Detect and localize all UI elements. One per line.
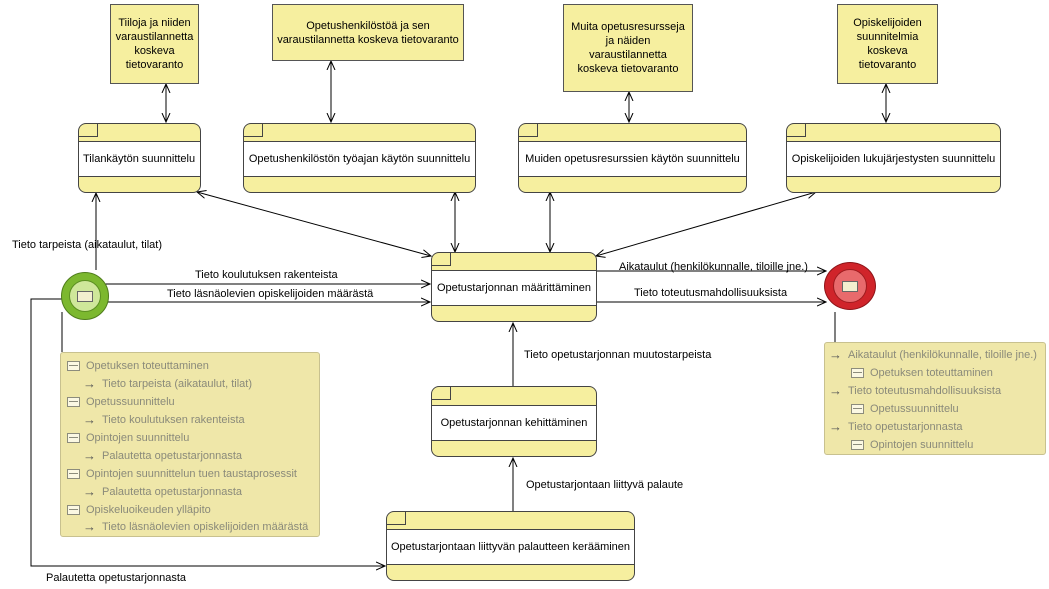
start-endpoint[interactable] — [61, 272, 109, 320]
flow-label-lasnaolevien: Tieto läsnäolevien opiskelijoiden määräs… — [167, 288, 374, 300]
note-item: Palautetta opetustarjonnasta — [102, 486, 243, 498]
process-kehittaminen-label: Opetustarjonnan kehittäminen — [432, 405, 596, 441]
note-item: Tieto läsnäolevien opiskelijoiden määräs… — [102, 521, 309, 533]
arrow-right-icon: → — [829, 383, 842, 398]
note-item: Tieto tarpeista (aikataulut, tilat) — [102, 378, 252, 390]
process-palaute-label: Opetustarjontaan liittyvän palautteen ke… — [387, 529, 634, 565]
note-item: Tieto koulutuksen rakenteista — [102, 414, 245, 426]
store-muut-resurssit[interactable]: Muita opetusresursseja ja näiden varaust… — [563, 4, 693, 92]
process-tab — [432, 387, 451, 400]
flow-label-muutostarpeista: Tieto opetustarjonnan muutostarpeista — [524, 349, 712, 361]
process-tyoaika-label: Opetushenkilöstön työajan käytön suunnit… — [244, 141, 475, 177]
process-lukujarjestys[interactable]: Opiskelijoiden lukujärjestysten suunnitt… — [786, 123, 1001, 193]
process-tab — [519, 124, 538, 137]
note-item: Opetussuunnittelu — [870, 403, 959, 415]
process-icon — [67, 397, 80, 407]
process-tilankaytto[interactable]: Tilankäytön suunnittelu — [78, 123, 201, 193]
store-henkilosto-label: Opetushenkilöstöä ja sen varaustilannett… — [277, 19, 459, 46]
store-henkilosto[interactable]: Opetushenkilöstöä ja sen varaustilannett… — [272, 4, 464, 61]
flow-label-aikataulut: Aikataulut (henkilökunnalle, tiloille jn… — [619, 261, 808, 273]
left-note: Opetuksen toteuttaminen → Tieto tarpeista… — [60, 352, 320, 537]
note-item: Aikataulut (henkilökunnalle, tiloille jn… — [848, 349, 1037, 361]
note-item: Opintojen suunnittelu — [870, 439, 974, 451]
store-tilat-label: Tiiloja ja niiden varaustilannetta koske… — [115, 17, 194, 71]
flow-label-liittyva-palaute: Opetustarjontaan liittyvä palaute — [526, 479, 684, 491]
flow-label-tarpeista: Tieto tarpeista (aikataulut, tilat) — [12, 239, 162, 251]
process-lukujarjestys-label: Opiskelijoiden lukujärjestysten suunnitt… — [787, 141, 1000, 177]
process-icon — [851, 404, 864, 414]
arrow-right-icon: → — [83, 376, 96, 391]
endpoint-icon — [842, 280, 858, 292]
process-tab — [79, 124, 98, 137]
note-item: Opetuksen toteuttaminen — [870, 367, 993, 379]
arrow-right-icon: → — [83, 448, 96, 463]
process-muut-resurssit[interactable]: Muiden opetusresurssien käytön suunnitte… — [518, 123, 747, 193]
process-icon — [67, 361, 80, 371]
note-item: Opetuksen toteuttaminen — [86, 360, 209, 372]
process-tab — [432, 253, 451, 266]
note-item: Tieto toteutusmahdollisuuksista — [848, 385, 1002, 397]
process-tab — [387, 512, 406, 525]
arrow-right-icon: → — [83, 412, 96, 427]
process-icon — [67, 469, 80, 479]
process-tab — [787, 124, 806, 137]
flow-label-palautetta: Palautetta opetustarjonnasta — [46, 572, 187, 584]
store-muut-resurssit-label: Muita opetusresursseja ja näiden varaust… — [571, 21, 685, 75]
process-icon — [67, 505, 80, 515]
process-tab — [244, 124, 263, 137]
process-icon — [851, 368, 864, 378]
arrow-right-icon: → — [83, 484, 96, 499]
store-tilat[interactable]: Tiiloja ja niiden varaustilannetta koske… — [110, 4, 199, 84]
arrow-right-icon: → — [829, 419, 842, 434]
process-tyoaika[interactable]: Opetushenkilöstön työajan käytön suunnit… — [243, 123, 476, 193]
note-item: Opetussuunnittelu — [86, 396, 175, 408]
flow-label-rakenteista: Tieto koulutuksen rakenteista — [195, 269, 338, 281]
process-icon — [851, 440, 864, 450]
process-maarittaminen[interactable]: Opetustarjonnan määrittäminen — [431, 252, 597, 322]
note-item: Opiskeluoikeuden ylläpito — [86, 504, 211, 516]
process-kehittaminen[interactable]: Opetustarjonnan kehittäminen — [431, 386, 597, 457]
note-item: Opintojen suunnittelun tuen taustaproses… — [86, 468, 297, 480]
process-maarittaminen-label: Opetustarjonnan määrittäminen — [432, 270, 596, 306]
endpoint-icon — [77, 290, 93, 302]
arrow-right-icon: → — [829, 347, 842, 362]
flow-label-toteutus: Tieto toteutusmahdollisuuksista — [634, 287, 788, 299]
end-endpoint[interactable] — [824, 262, 876, 310]
process-tilankaytto-label: Tilankäytön suunnittelu — [79, 141, 200, 177]
note-item: Opintojen suunnittelu — [86, 432, 190, 444]
arrow-right-icon: → — [83, 519, 96, 534]
process-palaute[interactable]: Opetustarjontaan liittyvän palautteen ke… — [386, 511, 635, 581]
note-item: Tieto opetustarjonnasta — [848, 421, 963, 433]
right-note: → Aikataulut (henkilökunnalle, tiloille j… — [824, 342, 1046, 455]
process-icon — [67, 433, 80, 443]
store-opiskelijat[interactable]: Opiskelijoiden suunnitelmia koskeva tiet… — [837, 4, 938, 84]
store-opiskelijat-label: Opiskelijoiden suunnitelmia koskeva tiet… — [853, 17, 922, 71]
note-item: Palautetta opetustarjonnasta — [102, 450, 243, 462]
process-muut-resurssit-label: Muiden opetusresurssien käytön suunnitte… — [519, 141, 746, 177]
